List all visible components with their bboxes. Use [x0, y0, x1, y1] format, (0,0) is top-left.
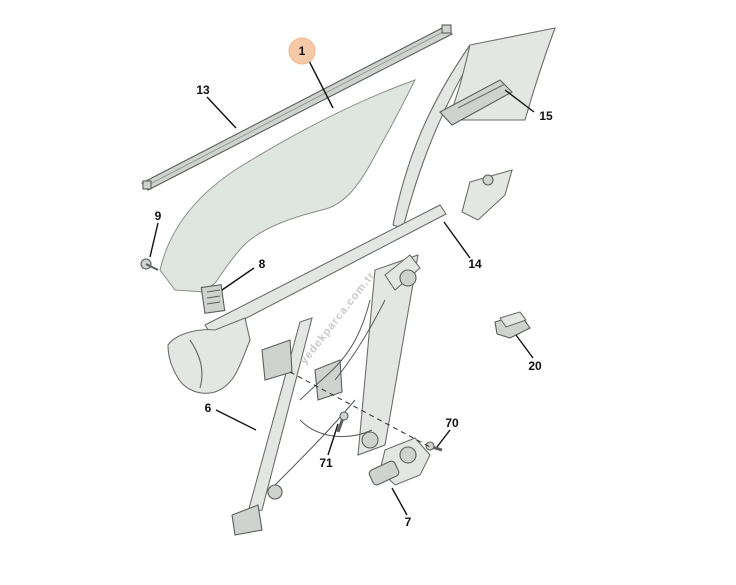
callout-13: 13 [196, 83, 210, 97]
callout-7: 7 [405, 515, 412, 529]
callout-6: 6 [205, 401, 212, 415]
part-1-door-glass [159, 79, 417, 293]
callout-8: 8 [259, 257, 266, 271]
callout-20: 20 [528, 359, 542, 373]
part-9-fastener [140, 258, 159, 271]
callout-1: 1 [299, 44, 306, 58]
callout-14: 14 [468, 257, 482, 271]
part-15-run-channel [392, 27, 556, 229]
callout-70: 70 [445, 416, 459, 430]
callout-71: 71 [319, 456, 333, 470]
part-71-screw [336, 411, 349, 433]
part-7-motor [368, 437, 431, 486]
part-6-window-regulator [231, 254, 421, 536]
part-14-sash-rail [204, 169, 513, 337]
part-13-weatherstrip [141, 24, 453, 191]
glass-lower-bracket [167, 317, 251, 394]
part-8-clip [200, 284, 226, 314]
callout-1-highlight [288, 37, 316, 65]
callout-15: 15 [539, 109, 553, 123]
leader-lines [149, 56, 535, 516]
part-70-screw [425, 441, 443, 452]
part-20-window-switch [494, 311, 531, 339]
callout-9: 9 [155, 209, 162, 223]
